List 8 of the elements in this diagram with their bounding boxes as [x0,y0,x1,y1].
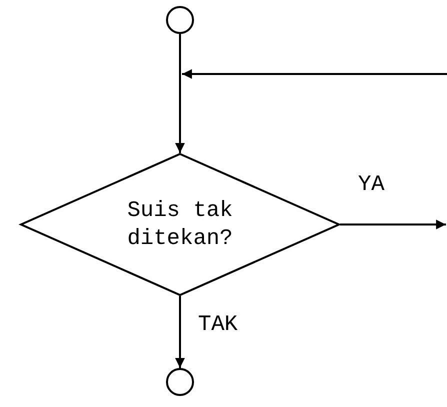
terminal-circle [166,368,194,396]
terminal-circle [166,6,194,34]
decision-diamond [20,153,340,296]
arrow [175,34,185,153]
arrow [340,220,446,230]
decision-text: Suis tak ditekan? [126,196,234,252]
arrow [182,69,447,79]
arrow [175,296,185,368]
